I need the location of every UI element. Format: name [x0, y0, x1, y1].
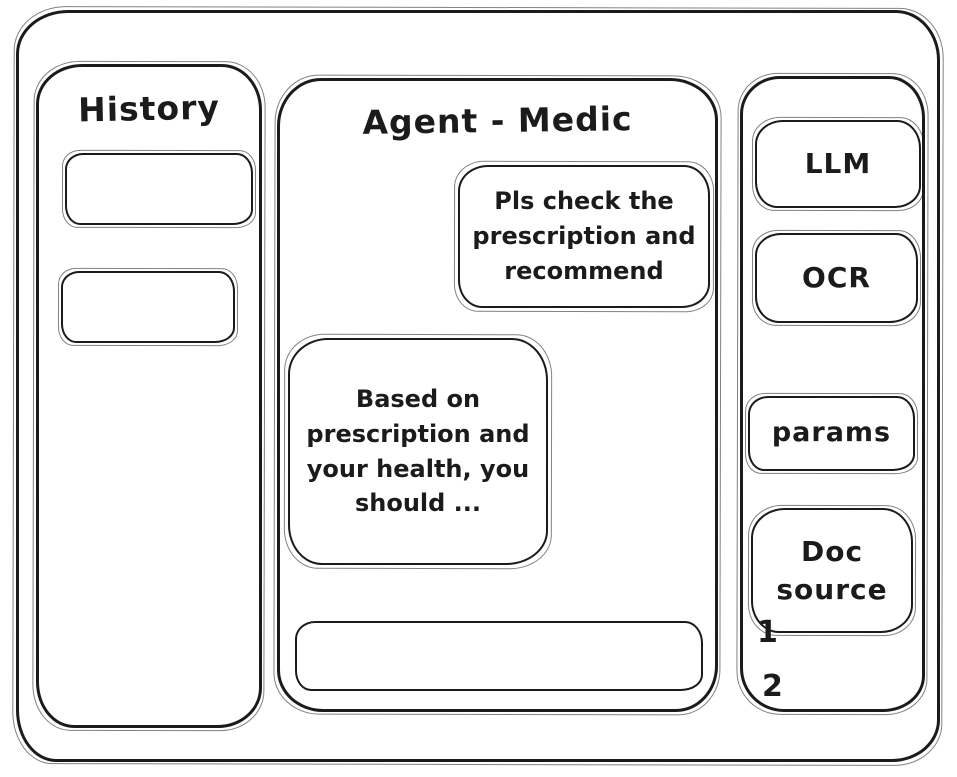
params-button[interactable]: params — [748, 396, 915, 471]
assistant-message-bubble: Based on prescription and your health, y… — [288, 338, 548, 565]
llm-button[interactable]: LLM — [755, 120, 921, 208]
chat-panel: Agent - Medic Pls check the prescription… — [277, 78, 718, 712]
doc-source-item-2[interactable]: 2 — [762, 669, 783, 704]
history-title: History — [77, 87, 221, 130]
history-sidebar: History — [36, 64, 262, 728]
doc-source-button[interactable]: Doc source — [751, 508, 913, 633]
user-message-bubble: Pls check the prescription and recommend — [458, 165, 710, 308]
ocr-button[interactable]: OCR — [755, 233, 918, 323]
chat-title: Agent - Medic — [362, 99, 633, 142]
history-item[interactable] — [65, 153, 253, 225]
doc-source-item-1[interactable]: 1 — [757, 615, 778, 650]
tools-sidebar: LLM OCR params Doc source 1 2 — [740, 76, 925, 712]
chat-input[interactable] — [295, 621, 703, 691]
history-item[interactable] — [61, 271, 235, 343]
